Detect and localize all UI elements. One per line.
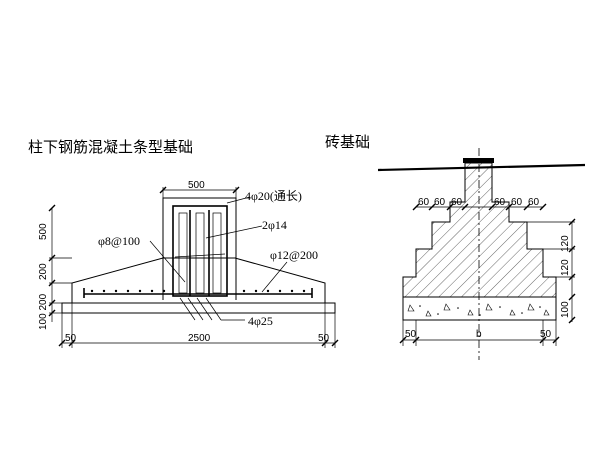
- rc-strip-foundation: 柱下钢筋混凝土条型基础: [28, 138, 339, 348]
- wall-cap: [463, 158, 494, 163]
- dim-b-margin-right: 50: [540, 329, 552, 340]
- distribution-bar-dots: [90, 289, 306, 293]
- leader-distrib: [261, 261, 288, 293]
- dim-step-r3: 60: [528, 197, 540, 208]
- dim-margin-left: 50: [65, 333, 77, 344]
- bar-pair-2: [195, 212, 205, 294]
- column-stub: [162, 197, 237, 259]
- brick-foundation: 砖基础: [325, 133, 586, 360]
- dim-b-margin-left: 50: [405, 329, 417, 340]
- dim-col-width: 500: [188, 180, 205, 191]
- dim-h-cushion: 100: [560, 301, 571, 318]
- footing-left-slope: [71, 257, 180, 303]
- bar-pair-1: [178, 212, 188, 294]
- dim-h-lower: 120: [560, 259, 571, 276]
- brick-footing: [402, 162, 557, 298]
- leader-stirrup: [149, 240, 186, 283]
- rc-foundation-title: 柱下钢筋混凝土条型基础: [28, 138, 193, 156]
- leader-bottom-1: [179, 297, 196, 321]
- label-stirrup: φ8@100: [98, 234, 140, 248]
- label-bottom-bars: 4φ25: [248, 314, 273, 328]
- cushion-layer: [61, 302, 336, 314]
- label-top-bars: 4φ20(通长): [245, 189, 302, 203]
- dim-h-500: 500: [38, 223, 49, 240]
- leader-bottom-3: [196, 297, 213, 321]
- brick-foundation-title: 砖基础: [325, 133, 370, 151]
- leader-mid-bars: [205, 225, 263, 239]
- dim-h-bottom: 100 200: [38, 293, 49, 330]
- dim-h-200: 200: [38, 263, 49, 280]
- leader-bottom-2: [187, 297, 204, 321]
- dim-step-l2: 60: [434, 197, 446, 208]
- concrete-cushion: [402, 296, 557, 321]
- stirrup-cage: [172, 205, 228, 297]
- dim-step-l3: 60: [451, 197, 463, 208]
- dim-step-r1: 60: [494, 197, 506, 208]
- bar-pair-3: [212, 212, 222, 294]
- dim-h-upper: 120: [560, 235, 571, 252]
- cushion-aggregate: [407, 303, 550, 317]
- leader-bottom-4: [205, 297, 222, 321]
- cushion-dots: [419, 305, 541, 316]
- label-distrib: φ12@200: [270, 248, 318, 262]
- dim-base-width: 2500: [188, 333, 211, 344]
- label-mid-bars: 2φ14: [262, 218, 287, 232]
- dim-step-l1: 60: [418, 197, 430, 208]
- stirrup-tie: [174, 253, 226, 258]
- leader-top-bars: [226, 196, 251, 204]
- dim-step-r2: 60: [511, 197, 523, 208]
- dim-b-label: b: [476, 329, 482, 340]
- dim-margin-right: 50: [318, 333, 330, 344]
